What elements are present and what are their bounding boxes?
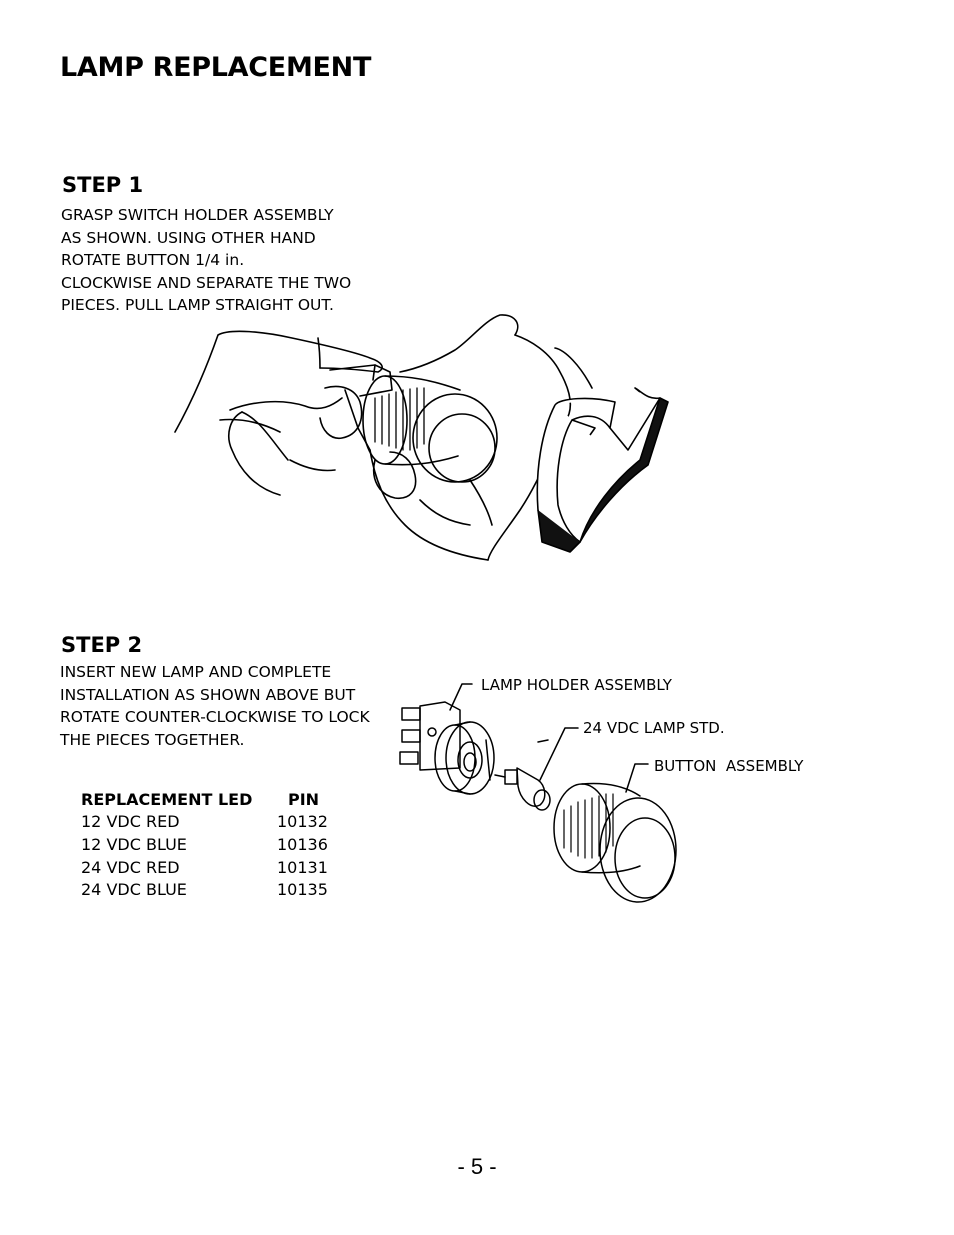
- table-header-row: REPLACEMENT LED PIN: [81, 788, 328, 811]
- pin-cell: 10132: [277, 812, 328, 832]
- led-cell: 24 VDC RED: [81, 857, 180, 877]
- table-header-pin: PIN: [288, 789, 320, 809]
- table-row: 12 VDC RED 10132: [81, 811, 328, 834]
- page-title: LAMP REPLACEMENT: [60, 52, 372, 83]
- step1-line: PIECES. PULL LAMP STRAIGHT OUT.: [61, 296, 334, 314]
- step1-heading: STEP 1: [62, 173, 144, 197]
- label-lamp-holder-assembly: LAMP HOLDER ASSEMBLY: [481, 676, 672, 694]
- exploded-assembly-diagram: [390, 670, 690, 910]
- hands-holding-switch-illustration: [170, 310, 670, 565]
- page-number: - 5 -: [457, 1154, 497, 1179]
- step1-line: CLOCKWISE AND SEPARATE THE TWO: [61, 273, 352, 292]
- table-row: 24 VDC RED 10131: [81, 856, 328, 879]
- led-cell: 24 VDC BLUE: [81, 880, 187, 900]
- step1-line: ROTATE BUTTON 1/4 in.: [61, 251, 245, 269]
- pin-cell: 10136: [277, 834, 328, 854]
- step1-line: GRASP SWITCH HOLDER ASSEMBLY: [61, 206, 334, 224]
- table-row: 24 VDC BLUE 10135: [81, 878, 328, 901]
- step2-line: THE PIECES TOGETHER.: [60, 730, 245, 749]
- led-cell: 12 VDC BLUE: [81, 834, 187, 854]
- step2-line: ROTATE COUNTER-CLOCKWISE TO LOCK: [60, 708, 370, 726]
- pin-cell: 10135: [277, 880, 328, 900]
- table-header-led: REPLACEMENT LED: [81, 789, 253, 809]
- step1-instructions: GRASP SWITCH HOLDER ASSEMBLY AS SHOWN. U…: [61, 204, 351, 317]
- label-lamp: 24 VDC LAMP STD.: [583, 719, 725, 737]
- pin-cell: 10131: [277, 857, 328, 877]
- table-row: 12 VDC BLUE 10136: [81, 833, 328, 856]
- step2-heading: STEP 2: [61, 633, 143, 657]
- replacement-parts-table: REPLACEMENT LED PIN 12 VDC RED 10132 12 …: [81, 788, 328, 901]
- step2-line: INSTALLATION AS SHOWN ABOVE BUT: [60, 685, 356, 704]
- led-cell: 12 VDC RED: [81, 812, 180, 832]
- step2-line: INSERT NEW LAMP AND COMPLETE: [60, 663, 332, 681]
- label-button-assembly: BUTTON ASSEMBLY: [654, 757, 804, 775]
- step2-instructions: INSERT NEW LAMP AND COMPLETE INSTALLATIO…: [60, 661, 370, 751]
- step1-line: AS SHOWN. USING OTHER HAND: [61, 228, 316, 247]
